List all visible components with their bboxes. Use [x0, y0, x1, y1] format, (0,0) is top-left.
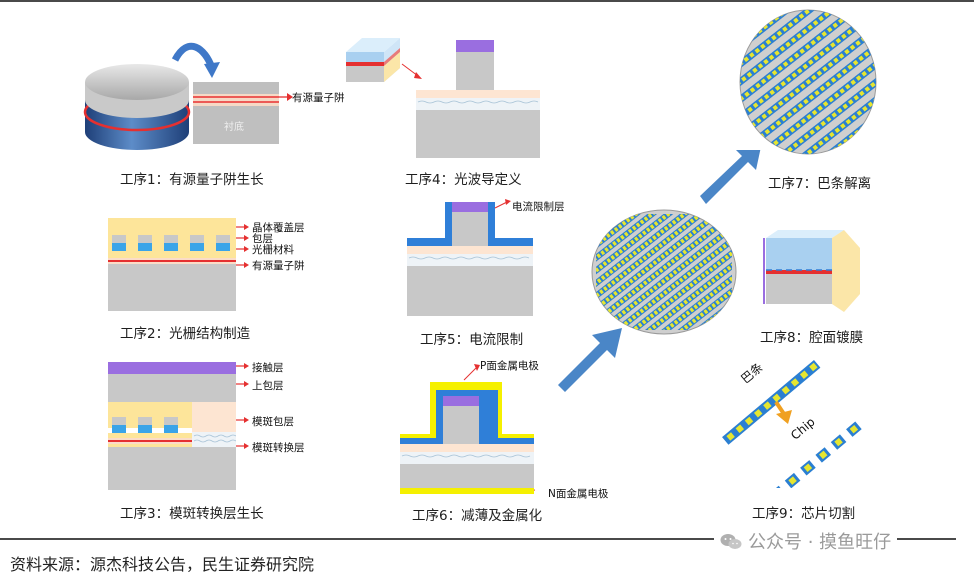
arrow-icon: [236, 363, 249, 449]
ssc-cladding-label: 模斑包层: [252, 416, 294, 428]
n-metal-label: N面金属电极: [548, 488, 609, 500]
step4-waveguide-diagram: [346, 38, 540, 158]
source-note: 资料来源：源杰科技公告，民生证券研究院: [10, 555, 315, 574]
step5-current-block-diagram: [407, 199, 533, 316]
p-metal-label: P面金属电极: [480, 360, 539, 372]
step9-caption: 工序9：芯片切割: [752, 506, 856, 522]
wechat-icon: [720, 533, 742, 549]
step1-wafer-diagram: [83, 42, 279, 150]
step4-caption: 工序4：光波导定义: [405, 172, 522, 188]
current-block-label: 电流限制层: [512, 201, 565, 213]
process-arrows: [558, 150, 761, 392]
arrow-icon: [236, 224, 249, 268]
step3-ssc-diagram: [108, 362, 236, 490]
ssc-layer-label: 模斑转换层: [252, 442, 305, 454]
arrow-icon: [700, 150, 761, 204]
step6-metallization-diagram: [400, 364, 535, 494]
step8-facet-coating-diagram: [763, 230, 860, 312]
upper-cladding-label: 上包层: [252, 380, 284, 392]
step6-caption: 工序6：减薄及金属化: [412, 508, 543, 524]
bottom-rule: [0, 538, 956, 540]
step9-chip-dicing-diagram: [722, 359, 862, 488]
step2-grating-diagram: [108, 218, 236, 311]
substrate-label: 衬底: [224, 122, 244, 133]
grating-label: 光栅材料: [252, 244, 294, 256]
cladding-label: 包层: [252, 233, 273, 245]
arrow-icon: [774, 400, 792, 424]
arrow-icon: [558, 328, 622, 392]
mqw-label-1: 有源量子阱: [292, 92, 345, 104]
step2-caption: 工序2：光栅结构制造: [120, 326, 251, 342]
arrow-icon: [279, 93, 293, 101]
top-rule: [0, 0, 974, 2]
step7-bar-cleaving-wafer: [739, 9, 877, 155]
patterned-wafer: [591, 209, 737, 335]
mqw-label-2: 有源量子阱: [252, 260, 305, 272]
step3-caption: 工序3：模斑转换层生长: [120, 506, 264, 522]
step8-caption: 工序8：腔面镀膜: [760, 330, 864, 346]
step1-caption: 工序1：有源量子阱生长: [120, 172, 264, 188]
step5-caption: 工序5：电流限制: [420, 332, 524, 348]
watermark: 公众号 · 摸鱼旺仔: [714, 528, 898, 554]
step7-caption: 工序7：巴条解离: [768, 176, 872, 192]
cap-layer-label: 晶体覆盖层: [252, 222, 305, 234]
watermark-text: 公众号 · 摸鱼旺仔: [748, 532, 892, 553]
contact-layer-label: 接触层: [252, 362, 284, 374]
